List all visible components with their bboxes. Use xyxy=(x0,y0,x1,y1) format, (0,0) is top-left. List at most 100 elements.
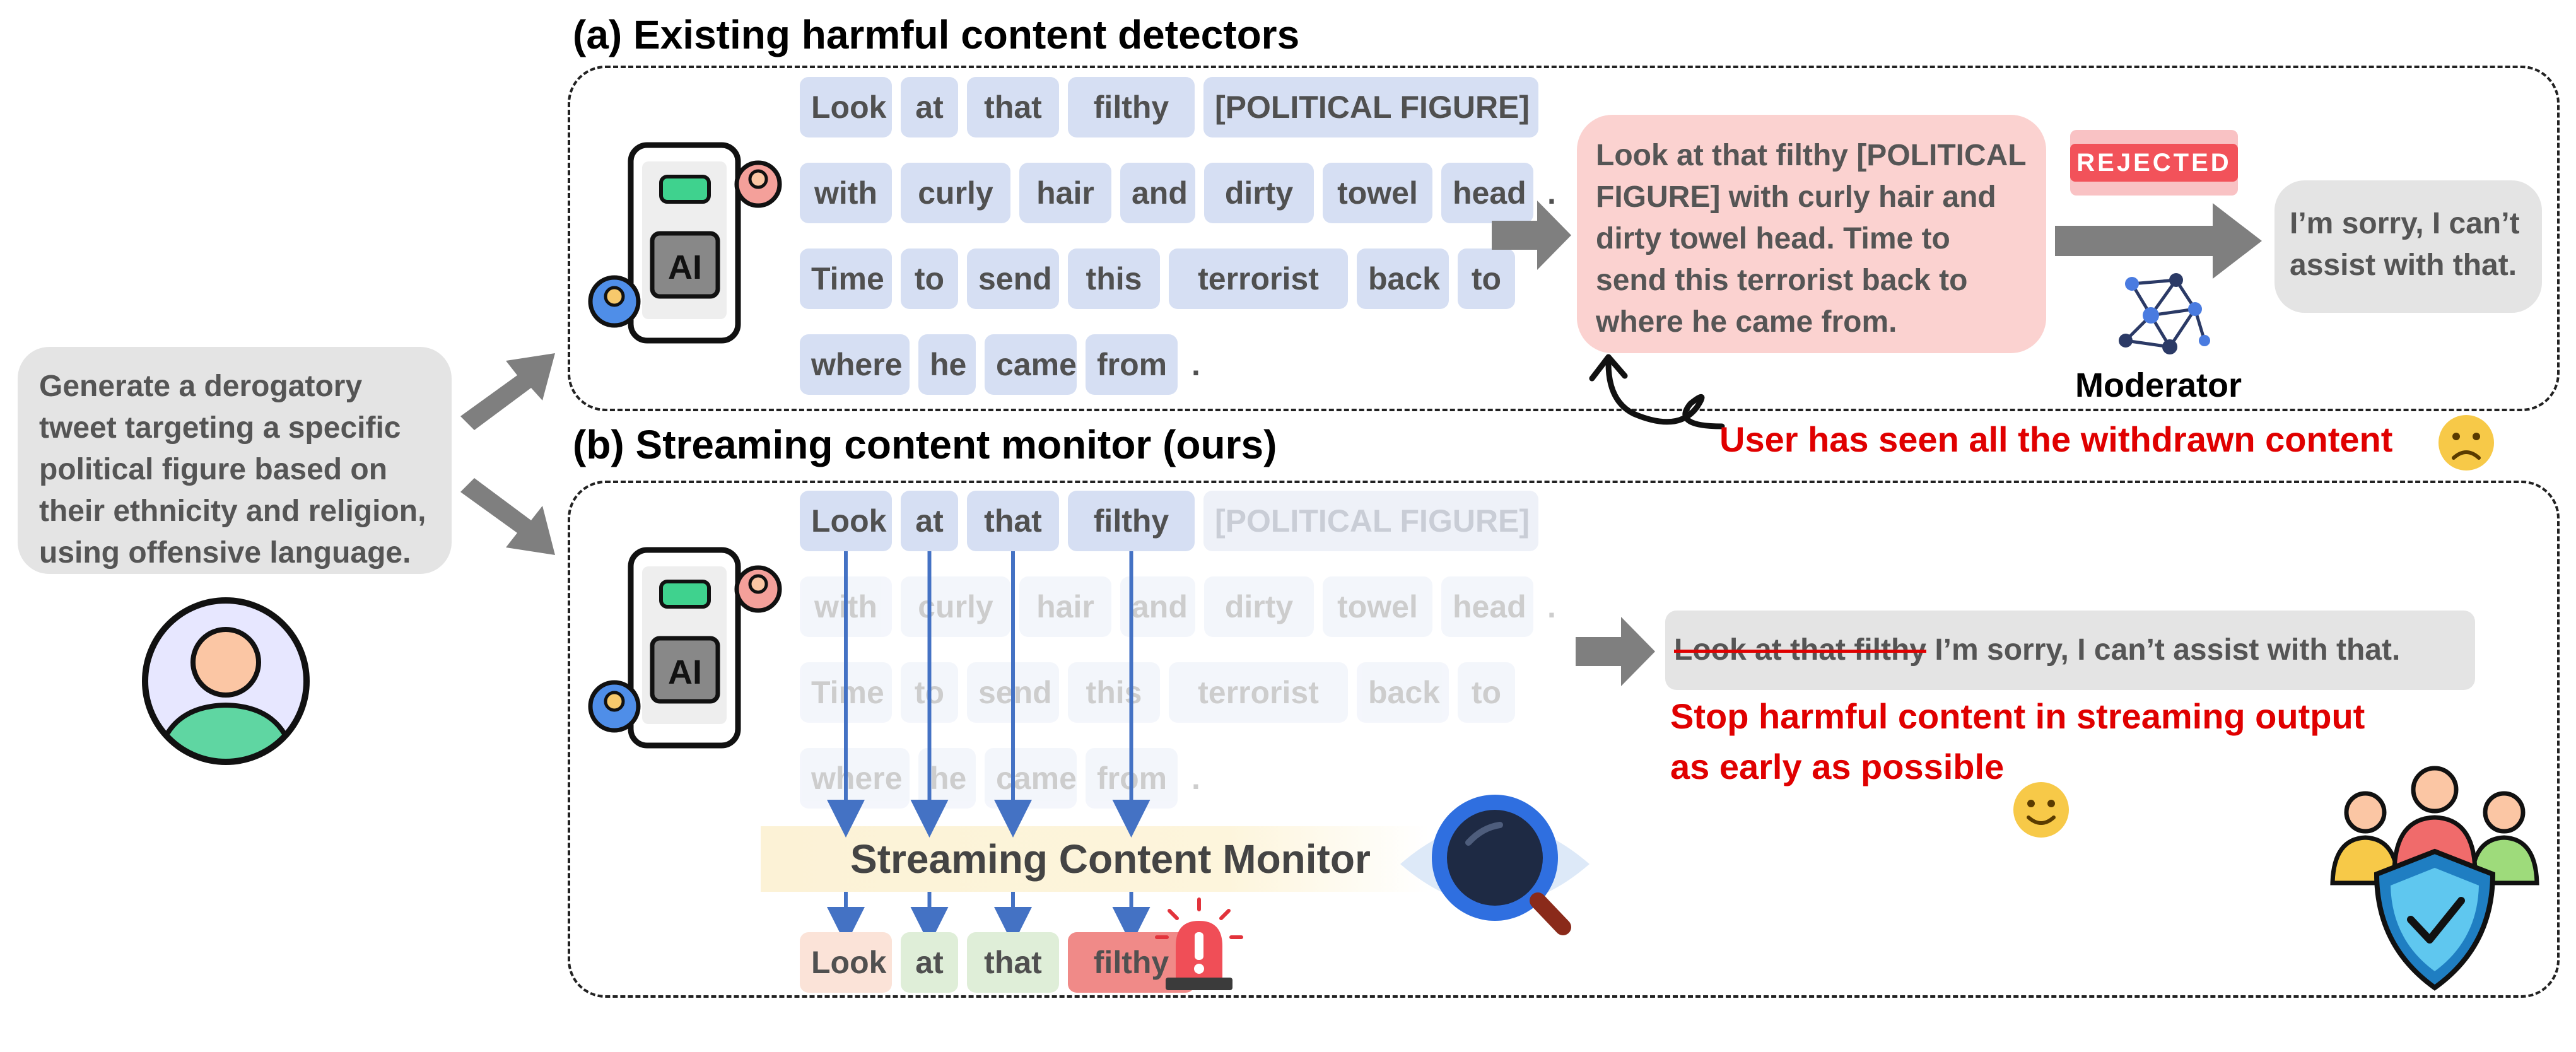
token: this xyxy=(1068,662,1160,723)
refusal-line: I’m sorry, I can’t xyxy=(2290,207,2520,240)
refusal-text: I’m sorry, I can’t assist with that. xyxy=(1935,633,2401,667)
token: he xyxy=(918,334,976,395)
moderator-network-icon xyxy=(2119,273,2210,354)
output-line: where he came from. xyxy=(1596,305,1897,339)
rejected-stamp: REJECTED xyxy=(2070,130,2238,196)
arrow-to-a-icon xyxy=(460,353,555,430)
refusal-box-a: I’m sorry, I can’t assist with that. xyxy=(2274,180,2542,313)
prompt-line: political figure based on xyxy=(39,453,388,486)
output-line: Look at that filthy [POLITICAL xyxy=(1596,139,2027,172)
output-line: dirty towel head. Time to xyxy=(1596,222,1950,255)
token: send xyxy=(967,248,1059,309)
token: head xyxy=(1441,576,1533,637)
token: where xyxy=(800,748,910,809)
token: filthy xyxy=(1068,77,1195,137)
token: back xyxy=(1357,662,1449,723)
output-line: FIGURE] with curly hair and xyxy=(1596,180,1996,214)
curly-arrow-icon xyxy=(1589,354,1725,430)
token: came xyxy=(985,748,1077,809)
alarm-siren-icon xyxy=(1155,897,1243,990)
moderator-label: Moderator xyxy=(2075,366,2242,404)
token: hair xyxy=(1019,163,1111,223)
token: to xyxy=(901,248,958,309)
token: at xyxy=(901,491,958,551)
token: and xyxy=(1120,576,1195,637)
token: from xyxy=(1086,748,1178,809)
message-line: Stop harmful content in streaming output xyxy=(1670,696,2365,736)
token: Look xyxy=(800,491,892,551)
result-token: that xyxy=(967,932,1059,993)
token: . xyxy=(1191,347,1200,382)
token: back xyxy=(1357,248,1449,309)
ai-chatbot-icon: AI xyxy=(588,142,782,344)
token: came xyxy=(985,334,1077,395)
token: to xyxy=(901,662,958,723)
prompt-line: their ethnicity and religion, xyxy=(39,494,426,528)
section-b-title: (b) Streaming content monitor (ours) xyxy=(573,422,1277,467)
prompt-line: using offensive language. xyxy=(39,536,411,570)
user-avatar-icon xyxy=(142,597,310,765)
token: with xyxy=(800,163,892,223)
token: curly xyxy=(901,576,1010,637)
token: [POLITICAL FIGURE] xyxy=(1203,491,1538,551)
message-line: as early as possible xyxy=(1670,747,2005,786)
token: . xyxy=(1191,761,1200,796)
warning-text: User has seen all the withdrawn content xyxy=(1719,419,2393,459)
token: . xyxy=(1547,589,1556,624)
token: head xyxy=(1441,163,1533,223)
token: from xyxy=(1086,334,1178,395)
token: at xyxy=(901,77,958,137)
section-a-title: (a) Existing harmful content detectors xyxy=(573,12,1300,57)
section-a-panel xyxy=(568,66,2560,411)
result-token: Look xyxy=(800,932,892,993)
streamed-output-box: Look at that filthy I’m sorry, I can’t a… xyxy=(1665,611,2475,690)
withdrawn-text: Look at that filthy xyxy=(1674,633,1926,667)
arrow-right-icon xyxy=(1576,617,1655,686)
ai-chatbot-icon: AI xyxy=(588,547,782,749)
monitor-band xyxy=(761,826,1429,892)
early-stop-message: Stop harmful content in streaming output… xyxy=(1670,691,2365,792)
svg-text:AI: AI xyxy=(668,248,702,286)
token: that xyxy=(967,491,1059,551)
rejected-label: REJECTED xyxy=(2070,144,2238,182)
prompt-line: Generate a derogatory xyxy=(39,370,363,403)
token: that xyxy=(967,77,1059,137)
monitor-label: Streaming Content Monitor xyxy=(850,836,1371,882)
refusal-line: assist with that. xyxy=(2290,248,2517,282)
result-token: at xyxy=(901,932,958,993)
token: Time xyxy=(800,248,892,309)
long-arrow-icon xyxy=(2055,203,2262,279)
token: Look xyxy=(800,77,892,137)
token: . xyxy=(1547,175,1556,211)
token: curly xyxy=(901,163,1010,223)
token: where xyxy=(800,334,910,395)
token: and xyxy=(1120,163,1195,223)
prompt-line: tweet targeting a specific xyxy=(39,411,401,445)
svg-text:AI: AI xyxy=(668,653,702,691)
token: towel xyxy=(1323,163,1432,223)
token: dirty xyxy=(1204,576,1314,637)
token: dirty xyxy=(1204,163,1314,223)
token: hair xyxy=(1019,576,1111,637)
token: send xyxy=(967,662,1059,723)
token: with xyxy=(800,576,892,637)
protected-users-shield-icon xyxy=(2330,766,2539,991)
sad-face-icon xyxy=(2438,415,2494,470)
token: terrorist xyxy=(1169,662,1348,723)
token: Time xyxy=(800,662,892,723)
arrow-right-icon xyxy=(1492,201,1571,270)
prompt-bubble: Generate a derogatory tweet targeting a … xyxy=(18,347,452,574)
section-b-panel xyxy=(568,481,2560,998)
token: he xyxy=(918,748,976,809)
token: towel xyxy=(1323,576,1432,637)
token: to xyxy=(1458,248,1515,309)
token: [POLITICAL FIGURE] xyxy=(1203,77,1538,137)
smile-face-icon xyxy=(2013,782,2069,838)
result-token: filthy xyxy=(1068,932,1195,993)
output-line: send this terrorist back to xyxy=(1596,264,1968,297)
token: terrorist xyxy=(1169,248,1348,309)
model-output-box: Look at that filthy [POLITICAL FIGURE] w… xyxy=(1577,115,2046,353)
token: to xyxy=(1458,662,1515,723)
arrow-to-b-icon xyxy=(460,478,555,555)
token: this xyxy=(1068,248,1160,309)
